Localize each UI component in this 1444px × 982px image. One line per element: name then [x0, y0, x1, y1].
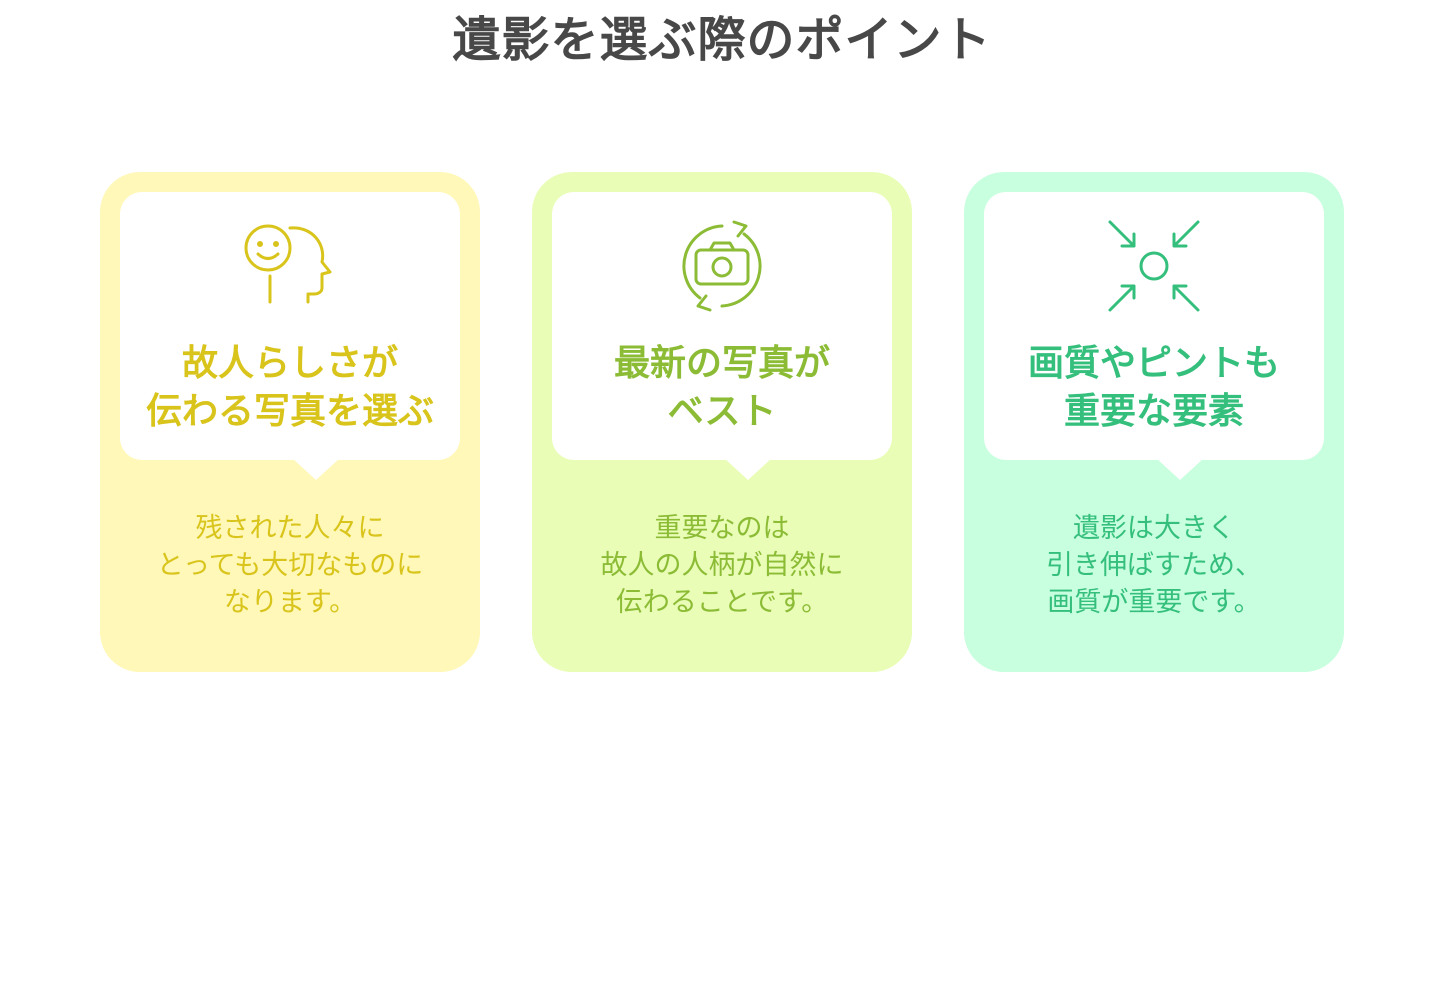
person-smile-head-icon — [244, 224, 332, 304]
focus-arrows-icon — [1108, 220, 1200, 312]
camera-refresh-icon — [682, 220, 762, 312]
card-heading: 最新の写真が ベスト — [613, 343, 830, 432]
card-bubble: 故人らしさが 伝わる写真を選ぶ — [120, 192, 460, 480]
card-body-text: 残された人々に とっても大切なものに なります。 — [156, 513, 424, 618]
point-card-latest-photo: 最新の写真が ベスト 重要なのは 故人の人柄が自然に 伝わることです。 — [532, 172, 912, 672]
card-bubble: 画質やピントも 重要な要素 — [984, 192, 1324, 480]
bubble-tail — [724, 458, 772, 480]
bubble-tail — [292, 458, 340, 480]
card-body-text: 重要なのは 故人の人柄が自然に 伝わることです。 — [600, 513, 844, 618]
card-heading: 画質やピントも 重要な要素 — [1027, 343, 1280, 432]
point-card-image-quality: 画質やピントも 重要な要素 遺影は大きく 引き伸ばすため、 画質が重要です。 — [964, 172, 1344, 672]
card-body-text: 遺影は大きく 引き伸ばすため、 画質が重要です。 — [1046, 513, 1262, 618]
point-card-personality: 故人らしさが 伝わる写真を選ぶ 残された人々に とっても大切なものに なります。 — [100, 172, 480, 672]
card-heading: 故人らしさが 伝わる写真を選ぶ — [145, 343, 434, 432]
bubble-tail — [1156, 458, 1204, 480]
card-bubble: 最新の写真が ベスト — [552, 192, 892, 480]
page-title: 遺影を選ぶ際のポイント — [452, 12, 992, 68]
